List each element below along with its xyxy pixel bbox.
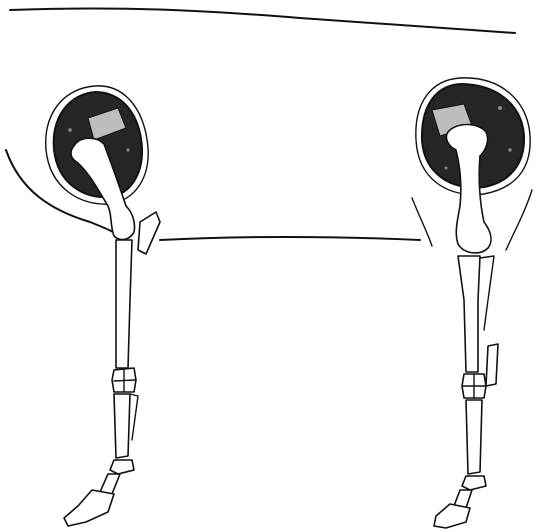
left-forelimb-skeleton bbox=[46, 86, 160, 526]
left-olecranon bbox=[138, 212, 160, 254]
right-ulna bbox=[480, 256, 494, 330]
right-hoof bbox=[434, 504, 470, 528]
back-line bbox=[10, 8, 515, 33]
flank-contour-right-outer bbox=[506, 190, 532, 250]
right-metacarpal bbox=[466, 400, 482, 474]
right-radius bbox=[458, 256, 480, 372]
belly-line bbox=[160, 237, 420, 240]
left-metacarpal bbox=[114, 394, 130, 458]
left-pastern bbox=[110, 460, 134, 474]
left-hoof bbox=[64, 490, 114, 526]
right-humerus bbox=[446, 125, 491, 253]
right-accessory-carpal bbox=[486, 344, 498, 386]
right-forelimb-skeleton bbox=[416, 78, 530, 528]
left-splint-bone bbox=[130, 394, 138, 440]
left-pastern-lower bbox=[100, 474, 120, 494]
right-pastern bbox=[462, 476, 486, 490]
left-radius bbox=[116, 240, 132, 368]
